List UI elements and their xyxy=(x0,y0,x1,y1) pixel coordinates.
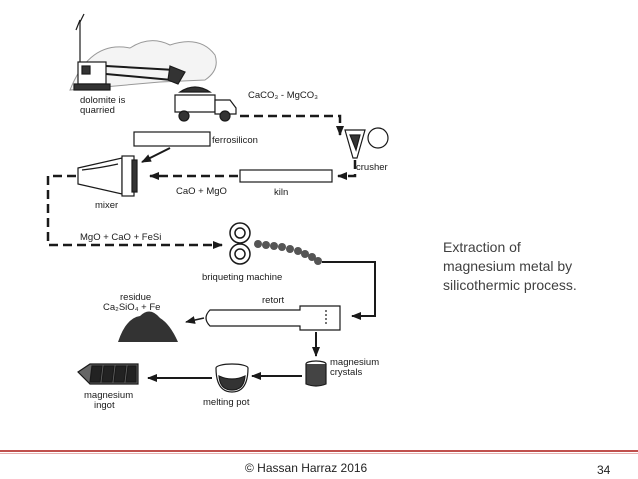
crystals-line-2: crystals xyxy=(330,367,362,378)
crusher-label: crusher xyxy=(356,162,388,173)
mixer-icon xyxy=(77,155,138,197)
caption-line-1: Extraction of xyxy=(443,239,521,255)
retort-to-residue-arrow xyxy=(185,316,205,324)
cao-mgo-label: CaO + MgO xyxy=(176,186,227,197)
ingot-icon xyxy=(77,363,139,385)
caption-line-2: magnesium metal by xyxy=(443,258,573,274)
residue-line-2: Ca₂SiO₄ + Fe xyxy=(103,302,160,313)
quarried-line-1: dolomite is xyxy=(80,95,126,106)
crystals-icon xyxy=(305,360,327,387)
retort-icon xyxy=(205,305,341,331)
melting-pot-icon xyxy=(215,363,249,393)
ferrosilicon-arrow xyxy=(141,147,171,163)
copyright-text: © Hassan Harraz 2016 xyxy=(245,461,368,475)
briquetting-to-retort-arrow xyxy=(322,261,376,320)
truck-icon xyxy=(174,86,237,122)
mixer-to-briquetting-arrow xyxy=(46,174,223,249)
mix-formula-label: MgO + CaO + FeSi xyxy=(80,232,161,243)
quarried-line-2: quarried xyxy=(80,105,115,116)
footer-divider xyxy=(0,450,638,452)
ferrosilicon-box xyxy=(133,131,211,147)
kiln-label: kiln xyxy=(274,187,288,198)
ore-to-crusher-arrow xyxy=(240,114,344,136)
crusher-icon xyxy=(344,127,389,159)
quarried-label: dolomite is quarried xyxy=(80,95,128,116)
ore-formula-label: CaCO₃ - MgCO₃ xyxy=(248,90,318,101)
briqueting-label: briqueting machine xyxy=(202,272,282,283)
mixer-label: mixer xyxy=(95,200,118,211)
residue-line-1: residue xyxy=(120,292,151,303)
slide-caption: Extraction of magnesium metal by silicot… xyxy=(443,238,623,295)
crystals-label: magnesium crystals xyxy=(330,357,382,378)
excavator-icon xyxy=(69,13,217,91)
kiln-box xyxy=(239,169,333,183)
briquetting-machine-icon xyxy=(229,222,322,265)
footer-divider-shadow xyxy=(0,453,638,454)
caption-line-3: silicothermic process. xyxy=(443,277,577,293)
ingot-label: magnesium ingot xyxy=(84,390,136,411)
residue-label: residue Ca₂SiO₄ + Fe xyxy=(103,292,160,313)
page-number: 34 xyxy=(597,463,611,477)
process-flow-diagram: dolomite is quarried CaCO₃ - MgCO₃ crush… xyxy=(46,13,389,411)
residue-pile-icon xyxy=(118,311,178,342)
retort-label: retort xyxy=(262,295,285,306)
ferrosilicon-label: ferrosilicon xyxy=(212,135,258,146)
crusher-to-kiln-arrow xyxy=(337,160,357,180)
melting-pot-label: melting pot xyxy=(203,397,250,408)
crystals-line-1: magnesium xyxy=(330,357,379,368)
ingot-line-2: ingot xyxy=(94,400,115,411)
ingot-line-1: magnesium xyxy=(84,390,133,401)
